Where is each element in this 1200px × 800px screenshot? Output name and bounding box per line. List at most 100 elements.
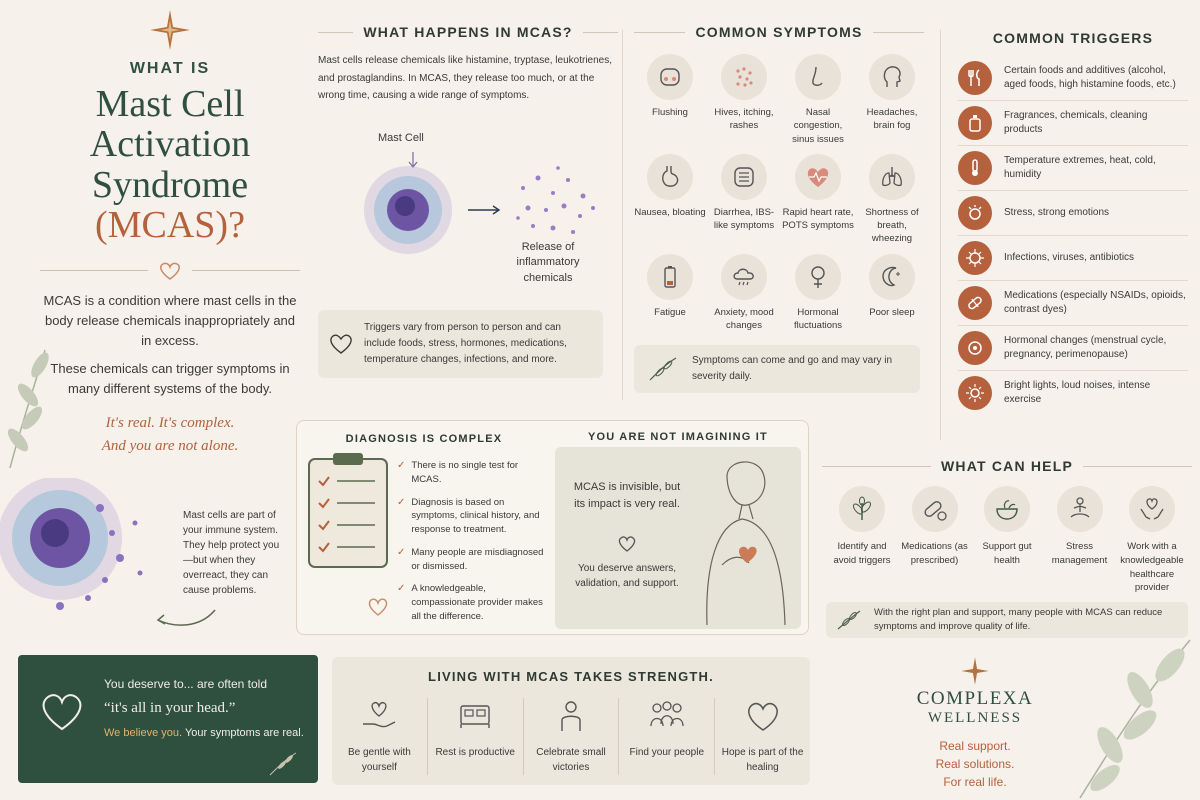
symptom-item: Anxiety, mood changes [708, 253, 780, 333]
not-imagining-header: YOU ARE NOT IMAGINING IT [588, 431, 768, 443]
diagnosis-item: ✓Diagnosis is based on symptoms, clinica… [397, 496, 540, 536]
hormone-icon [968, 341, 982, 355]
trigger-item: Infections, viruses, antibiotics [958, 236, 1188, 281]
column-divider [622, 30, 623, 400]
symptoms-note-text: Symptoms can come and go and may vary in… [692, 355, 893, 382]
brand-name-1: COMPLEXA [916, 688, 1034, 709]
help-note: With the right plan and support, many pe… [826, 602, 1188, 638]
curved-arrow-icon [156, 609, 216, 626]
help-section: WHAT CAN HELP Identify and avoid trigger… [822, 458, 1192, 595]
help-item: Work with a knowledgeable healthcare pro… [1118, 486, 1186, 595]
help-item: Stress management [1046, 486, 1114, 595]
help-header: WHAT CAN HELP [822, 458, 1192, 474]
symptom-item: Nasal congestion, sinus issues [782, 54, 854, 146]
bed-icon [460, 705, 490, 728]
heart-icon [618, 536, 636, 552]
symptoms-note: Symptoms can come and go and may vary in… [634, 345, 920, 393]
trigger-item: Certain foods and additives (alcohol, ag… [958, 56, 1188, 101]
page-title: Mast Cell Activation Syndrome [89, 83, 251, 206]
woman-illustration [706, 461, 786, 625]
title-top: WHAT IS [129, 60, 211, 77]
leaf-branch-icon [7, 349, 49, 469]
lungs-icon [882, 166, 902, 186]
believe-emphasis-line: We believe you. Your symptoms are real. [104, 727, 304, 739]
mast-cell-illustration [0, 478, 143, 610]
triggers-section: COMMON TRIGGERS Certain foods and additi… [958, 30, 1188, 415]
diagnosis-item: ✓There is no single test for MCAS. [397, 460, 519, 485]
trigger-item: Hormonal changes (menstrual cycle, pregn… [958, 326, 1188, 371]
believe-card: You deserve to... are often told “it's a… [18, 655, 318, 783]
symptom-item: Hormonal fluctuations [782, 253, 854, 333]
brand-tagline-2: Real solutions. [935, 757, 1015, 771]
living-item: Be gentle with yourself [332, 698, 428, 775]
hand-heart-icon [363, 701, 396, 728]
skin-dots-icon [736, 67, 753, 87]
brand-tagline-1: Real support. [939, 739, 1011, 753]
compass-star-icon [150, 10, 190, 50]
symptom-item: Hives, itching, rashes [708, 54, 780, 146]
battery-icon [664, 265, 676, 288]
help-item: Medications (as prescribed) [901, 486, 969, 595]
believe-emphasis: We believe you. [104, 727, 183, 739]
cloud-rain-icon [733, 268, 754, 285]
bottle-icon [969, 115, 981, 132]
sun-icon [966, 384, 984, 402]
what-happens-section: WHAT HAPPENS IN MCAS? Mast cells release… [318, 24, 618, 284]
compass-star-icon [961, 657, 989, 685]
what-happens-header: WHAT HAPPENS IN MCAS? [318, 24, 618, 40]
symptoms-grid: Flushing Hives, itching, rashes Nasal co… [634, 54, 924, 332]
symptom-item: Nausea, bloating [634, 153, 706, 246]
capsule-icon [923, 501, 947, 521]
living-row: Be gentle with yourself Rest is producti… [332, 698, 810, 775]
symptom-item: Headaches, brain fog [856, 54, 928, 146]
symptoms-section: COMMON SYMPTOMS Flushing Hives, itching,… [634, 24, 924, 332]
leaf-branch-icon [1079, 639, 1191, 799]
heart-icon [368, 598, 388, 616]
diagnosis-panel: DIAGNOSIS IS COMPLEX ✓There is no single… [296, 420, 809, 635]
stomach-icon [662, 165, 679, 187]
trigger-item: Bright lights, loud noises, intense exer… [958, 371, 1188, 415]
female-symbol-icon [811, 266, 825, 288]
trigger-item: Stress, strong emotions [958, 191, 1188, 236]
symptom-item: Diarrhea, IBS-like symptoms [708, 153, 780, 246]
heart-outline-icon [747, 702, 778, 731]
sprig-icon [837, 610, 861, 630]
pill-icon [968, 296, 982, 310]
symptom-item: Shortness of breath, wheezing [856, 153, 928, 246]
symptoms-header: COMMON SYMPTOMS [634, 24, 924, 40]
meditation-icon [1070, 497, 1089, 518]
plant-icon [853, 496, 871, 520]
trigger-item: Fragrances, chemicals, cleaning products [958, 101, 1188, 146]
symptom-item: Flushing [634, 54, 706, 146]
release-label: Release of inflammatory chemicals [516, 241, 580, 284]
believe-line-2: “it's all in your head.” [104, 700, 236, 716]
diagnosis-header: DIAGNOSIS IS COMPLEX [345, 433, 503, 445]
stress-head-icon [968, 205, 982, 220]
symptom-item: Rapid heart rate, POTS symptoms [782, 153, 854, 246]
living-item: Celebrate small victories [524, 698, 620, 775]
sprig-icon [269, 752, 297, 776]
moon-icon [882, 266, 900, 286]
brand-block: COMPLEXA WELLNESS Real support. Real sol… [900, 656, 1050, 791]
nose-icon [812, 66, 823, 86]
mast-cell-note: Mast cells are part of your immune syste… [183, 510, 280, 596]
sprig-icon [649, 357, 677, 381]
not-imagining-card: YOU ARE NOT IMAGINING IT MCAS is invisib… [555, 431, 801, 629]
column-divider [940, 30, 941, 440]
diagnosis-item: ✓Many people are misdiagnosed or dismiss… [397, 546, 544, 572]
thermometer-icon [972, 159, 978, 176]
living-item: Hope is part of the healing [715, 698, 810, 775]
help-grid: Identify and avoid triggers Medications … [822, 486, 1192, 595]
help-note-text: With the right plan and support, many pe… [874, 606, 1163, 632]
face-flush-icon [660, 68, 680, 86]
help-item: Support gut health [973, 486, 1041, 595]
hands-heart-icon [1140, 498, 1164, 520]
not-imagining-line-1: MCAS is invisible, but its impact is ver… [573, 481, 681, 510]
triggers-header: COMMON TRIGGERS [992, 30, 1154, 46]
intro-paragraph-2: These chemicals can trigger symptoms in … [50, 361, 290, 397]
help-item: Identify and avoid triggers [828, 486, 896, 595]
mast-cell-diagram [364, 152, 595, 254]
brand-tagline-3: For real life. [943, 775, 1007, 789]
not-imagining-line-2: You deserve answers, validation, and sup… [575, 563, 679, 589]
fork-knife-icon [968, 69, 980, 86]
